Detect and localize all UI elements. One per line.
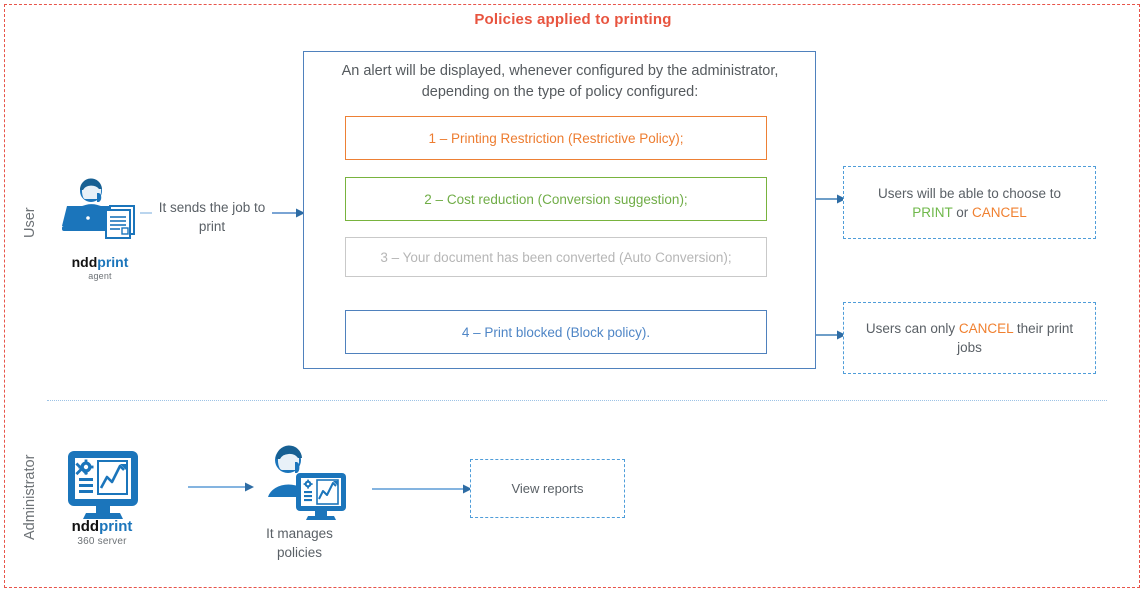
policy-box-auto-conversion[interactable]: 3 – Your document has been converted (Au… bbox=[345, 237, 767, 277]
policy-box-cost-reduction[interactable]: 2 – Cost reduction (Conversion suggestio… bbox=[345, 177, 767, 221]
ndd-print-360-server-logo: nddprint 360 server bbox=[42, 518, 162, 548]
lane-label-administrator: Administrator bbox=[22, 454, 38, 540]
logo-ndd-text: ndd bbox=[71, 254, 98, 270]
ndd-print-360-server-icon bbox=[68, 451, 138, 519]
caption-manages-policies: It manages policies bbox=[266, 526, 333, 560]
result-block-prefix: Users can only bbox=[865, 321, 959, 336]
panel-intro-line2: depending on the type of policy configur… bbox=[421, 84, 699, 100]
logo-ndd-text: ndd bbox=[71, 518, 100, 535]
policy-box-label: 1 – Printing Restriction (Restrictive Po… bbox=[428, 130, 684, 146]
logo-print-text: print bbox=[99, 518, 133, 535]
view-reports-box[interactable]: View reports bbox=[470, 459, 625, 518]
result-choose-prefix: Users will be able to choose to bbox=[877, 185, 1062, 201]
logo-subtitle: 360 server bbox=[77, 536, 127, 547]
ndd-print-agent-icon bbox=[62, 178, 135, 239]
page-title: Policies applied to printing bbox=[474, 11, 672, 28]
caption-sends-job: It sends the job to print bbox=[158, 200, 266, 234]
policy-box-restrictive[interactable]: 1 – Printing Restriction (Restrictive Po… bbox=[345, 116, 767, 160]
result-cancel-label: CANCEL bbox=[972, 204, 1027, 220]
logo-subtitle: agent bbox=[88, 271, 112, 281]
logo-print-text: print bbox=[97, 254, 129, 270]
panel-intro-line1: An alert will be displayed, whenever con… bbox=[341, 63, 779, 79]
lane-divider bbox=[47, 400, 1107, 401]
result-print-label: PRINT bbox=[912, 204, 953, 220]
lane-label-user: User bbox=[22, 207, 38, 238]
ndd-print-agent-logo: nddprint agent bbox=[50, 254, 150, 281]
result-box-choose: Users will be able to choose to PRINT or… bbox=[843, 166, 1096, 239]
policy-box-label: 2 – Cost reduction (Conversion suggestio… bbox=[424, 191, 688, 207]
policy-box-label: 3 – Your document has been converted (Au… bbox=[380, 249, 732, 265]
result-box-block: Users can only CANCEL their print jobs bbox=[843, 302, 1096, 374]
admin-person-icon bbox=[268, 445, 346, 520]
policy-box-label: 4 – Print blocked (Block policy). bbox=[461, 324, 651, 340]
result-block-suffix: their print jobs bbox=[957, 321, 1074, 355]
policy-box-block-policy[interactable]: 4 – Print blocked (Block policy). bbox=[345, 310, 767, 354]
result-block-cancel-label: CANCEL bbox=[958, 321, 1014, 336]
panel-intro-text: An alert will be displayed, whenever con… bbox=[311, 61, 809, 103]
view-reports-label: View reports bbox=[511, 481, 584, 496]
result-choose-joiner: or bbox=[952, 204, 972, 220]
